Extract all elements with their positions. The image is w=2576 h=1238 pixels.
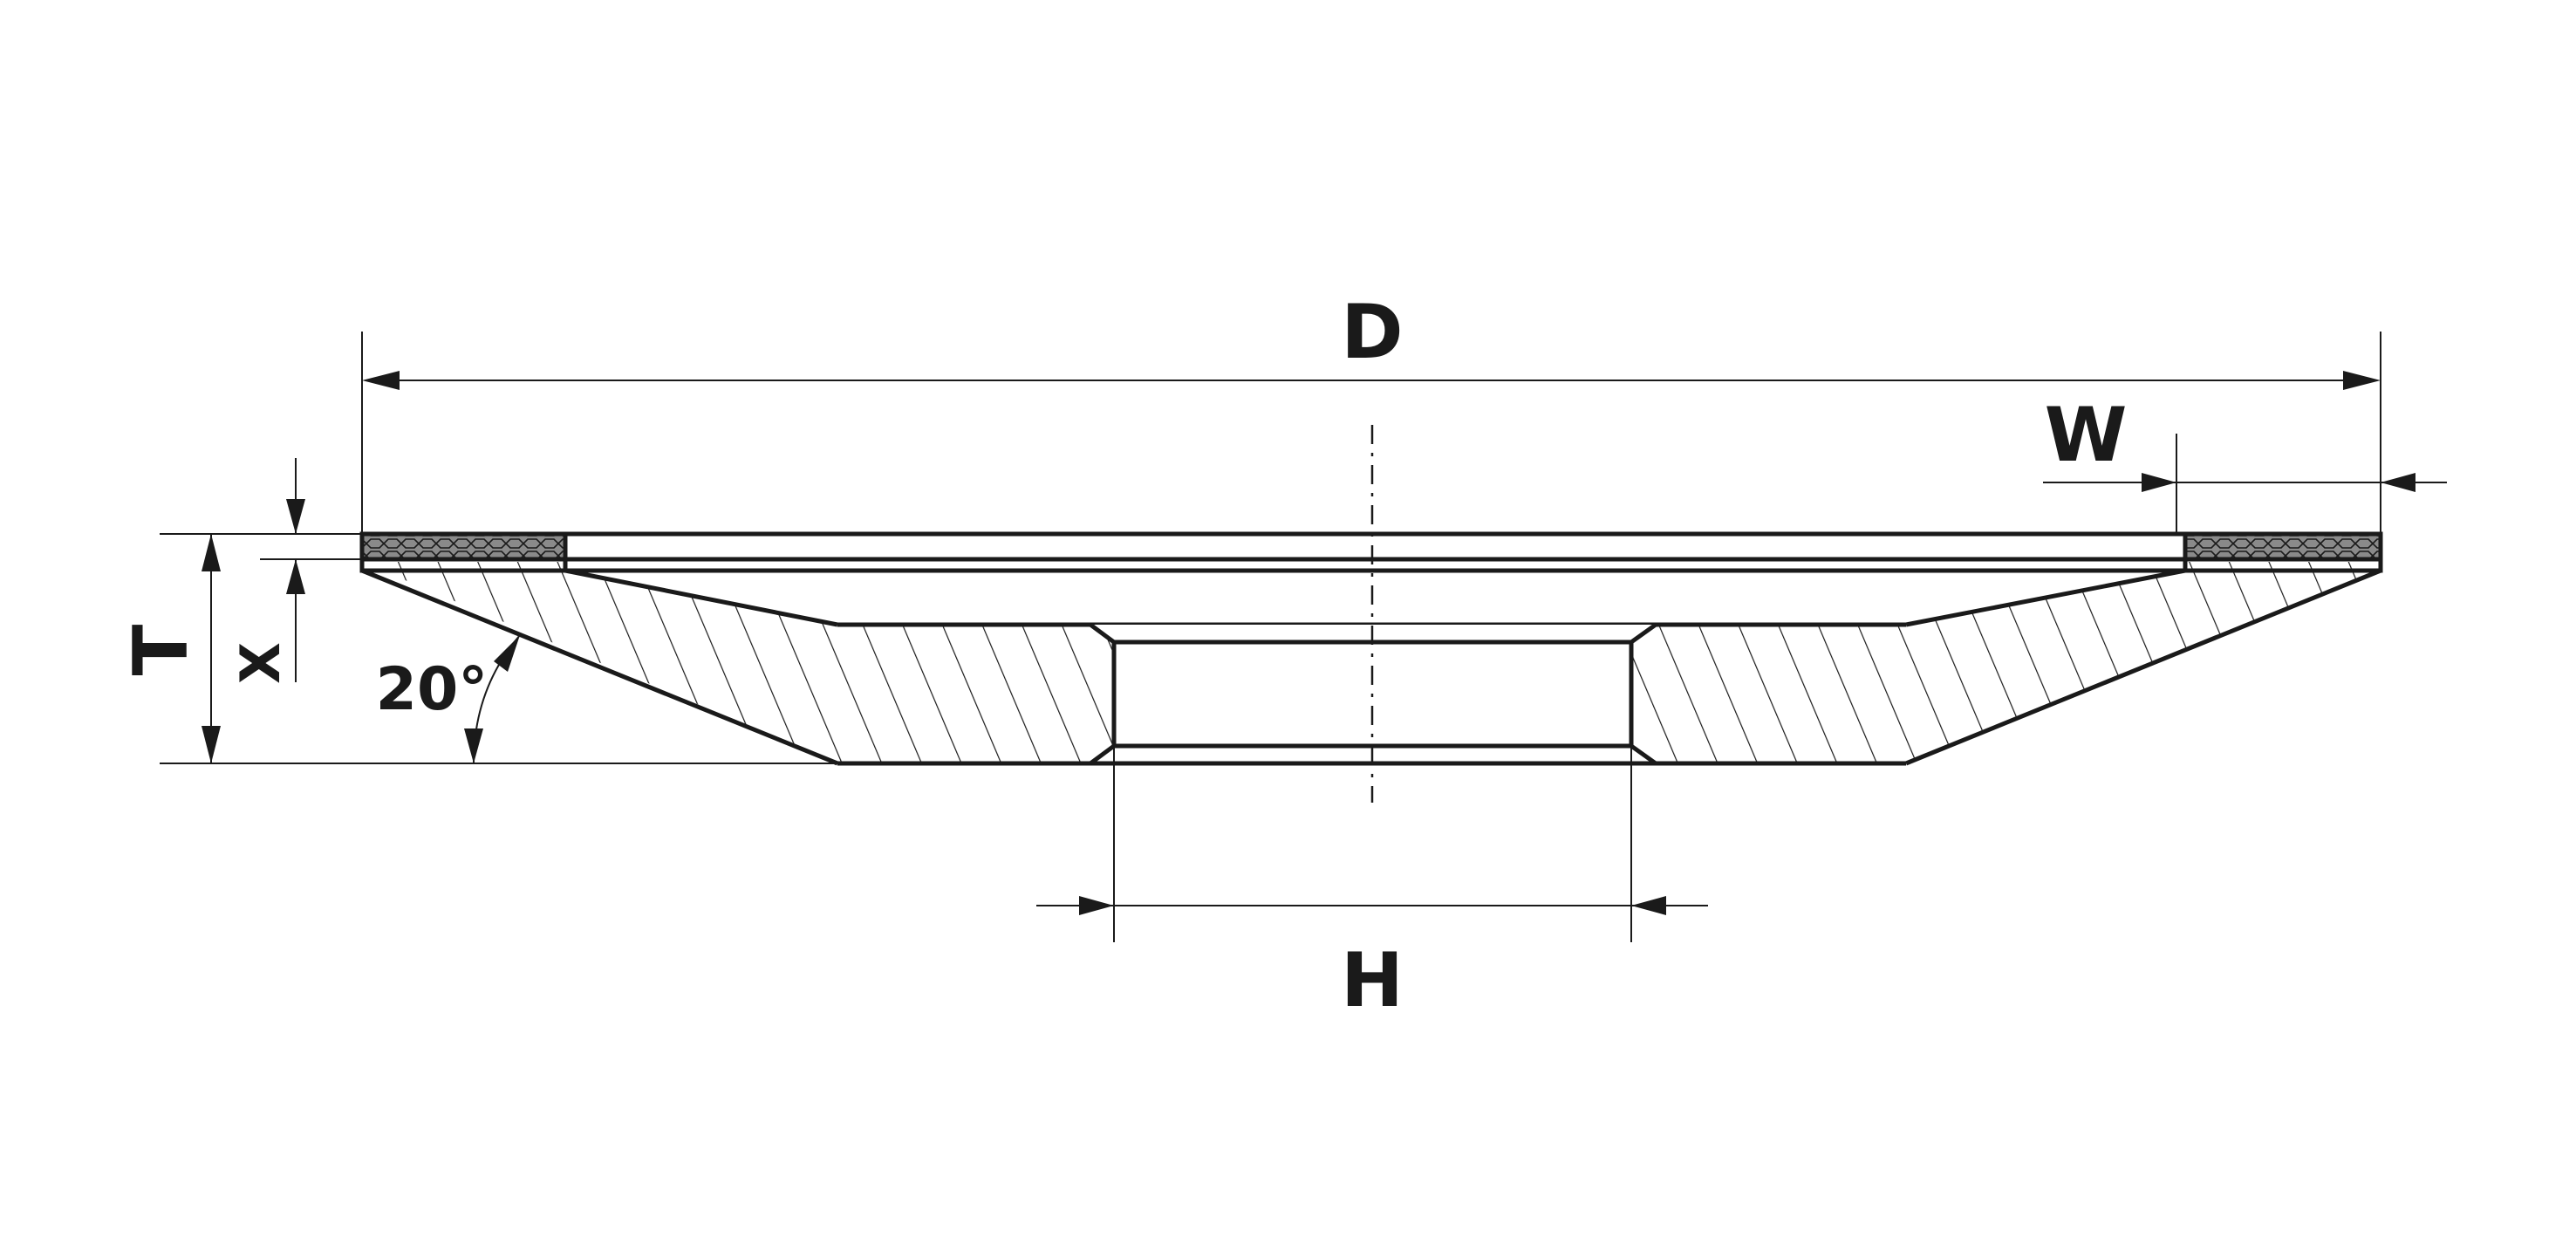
label-h: H xyxy=(1341,937,1404,1024)
label-d: D xyxy=(1341,289,1403,376)
abrasive-layer-right xyxy=(2183,531,2383,562)
hatched-section-right xyxy=(1631,562,2381,763)
dimension-angle xyxy=(464,634,521,764)
label-x: X xyxy=(229,642,292,684)
abrasive-layer-left xyxy=(359,531,568,562)
label-t: T xyxy=(118,624,205,675)
dimension-t xyxy=(160,533,837,764)
dimension-x xyxy=(260,458,362,682)
label-w: W xyxy=(2045,392,2128,479)
dimension-d xyxy=(361,332,2381,534)
label-angle: 20° xyxy=(376,655,489,724)
dimension-h xyxy=(1036,746,1708,942)
dimension-w xyxy=(2043,434,2447,534)
